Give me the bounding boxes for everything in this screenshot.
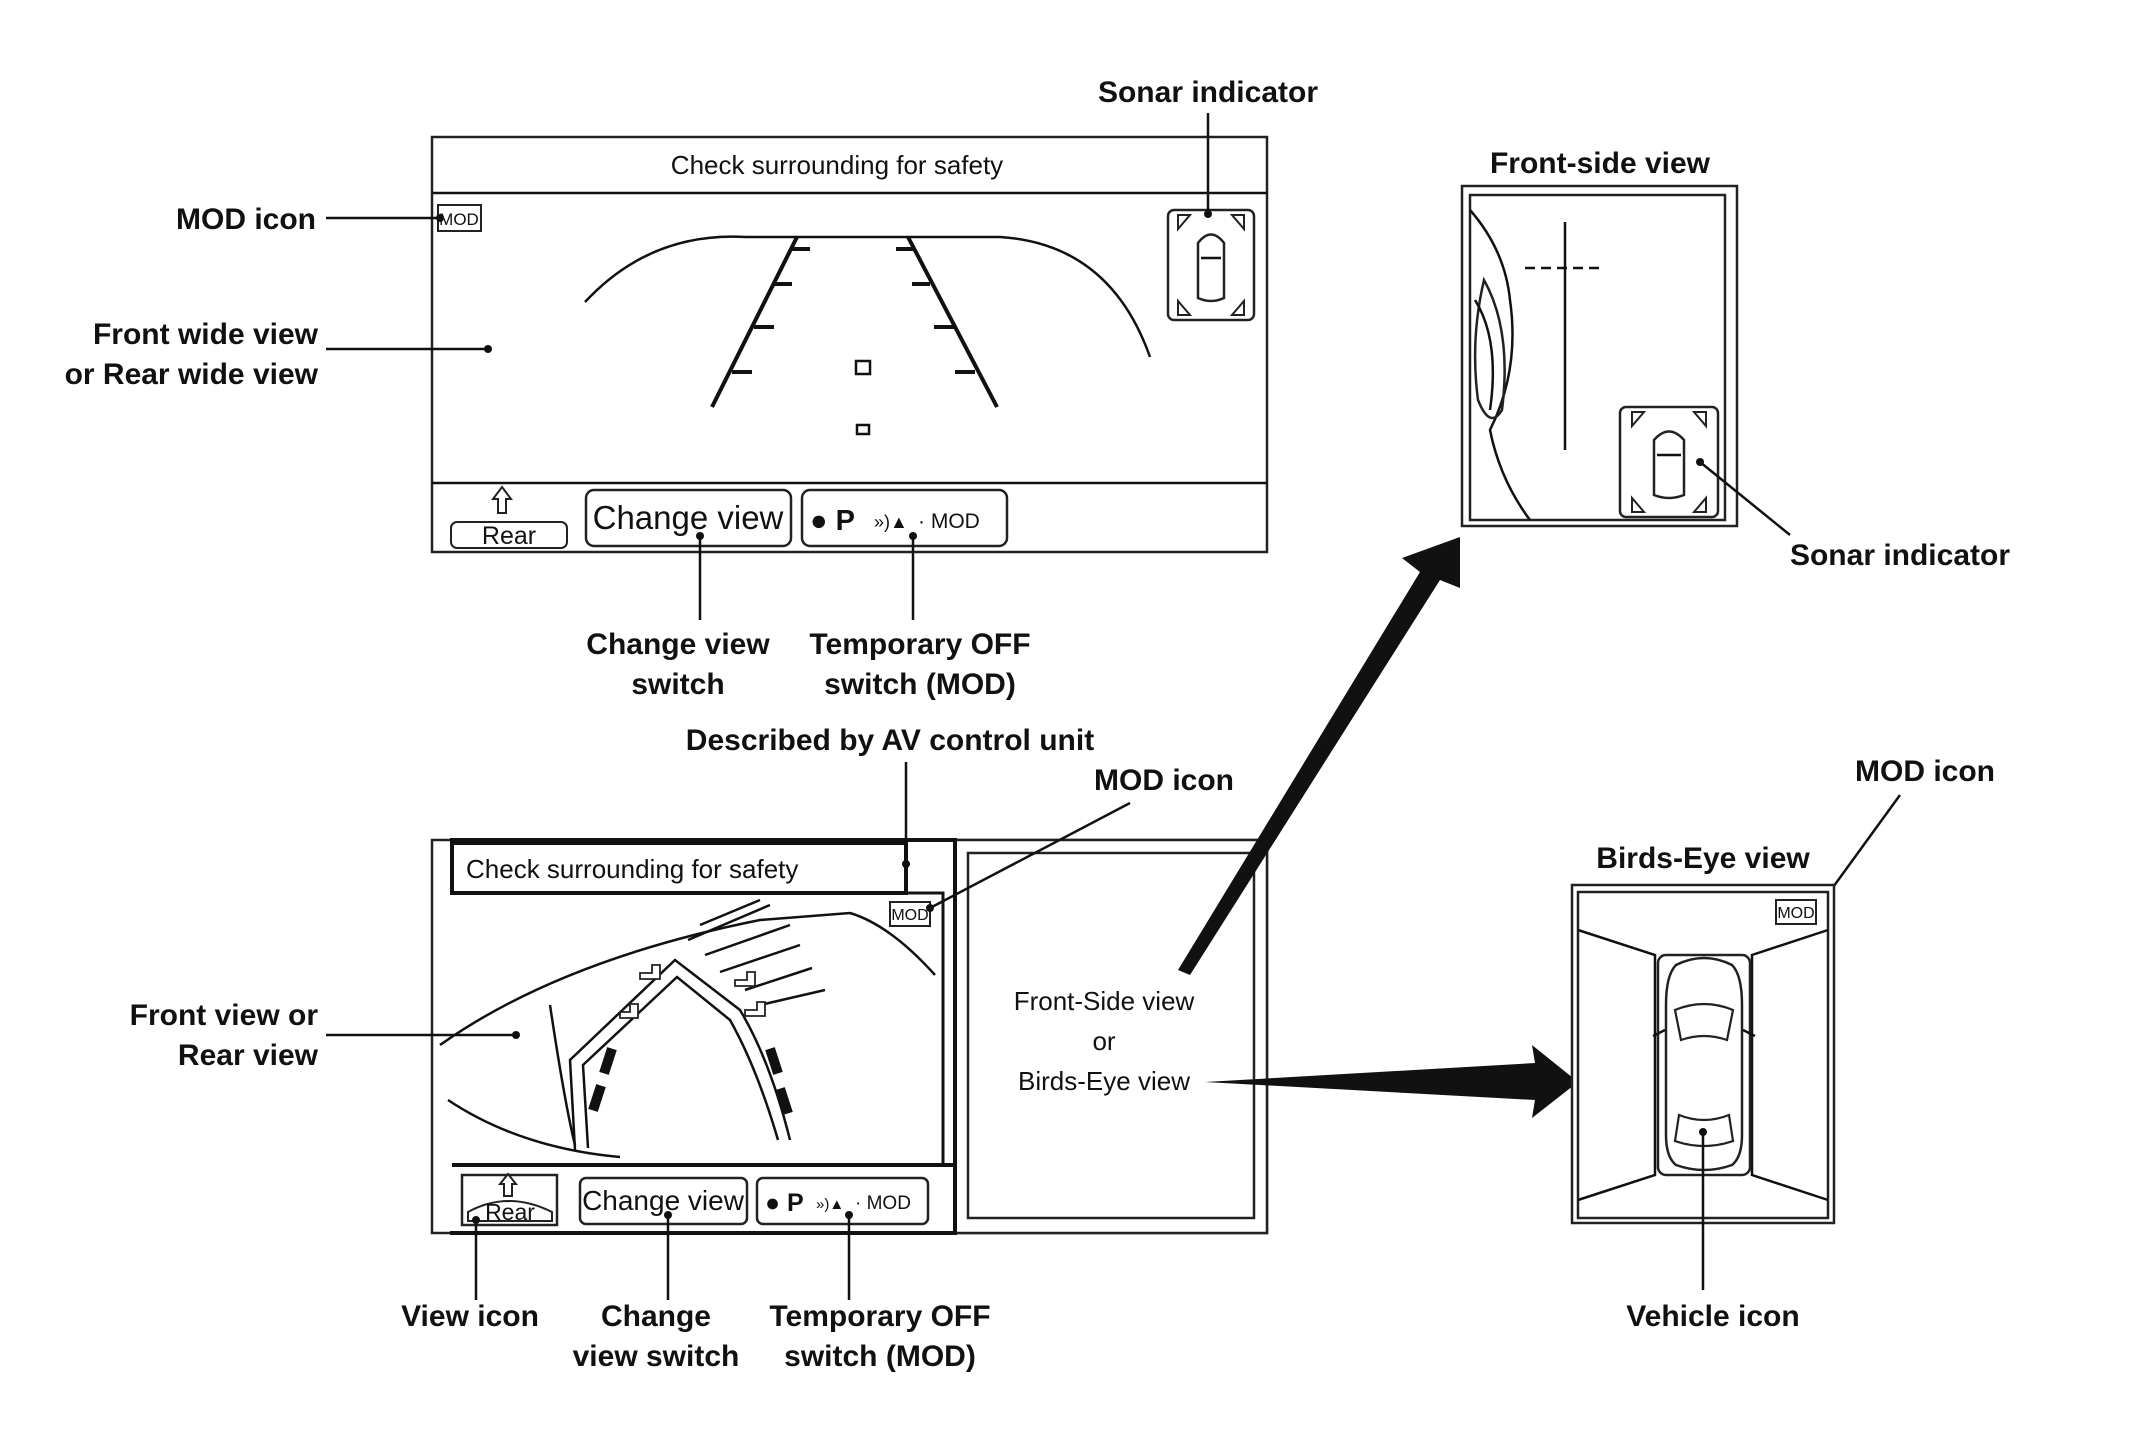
front-side-view-title: Front-side view (1490, 147, 1711, 180)
view-icon[interactable]: Rear (460, 1172, 559, 1227)
view-icon[interactable]: Rear (450, 485, 568, 550)
callout-view-icon: View icon (401, 1300, 539, 1333)
vehicle-icon (1652, 953, 1756, 1177)
svg-text:MOD: MOD (891, 907, 928, 924)
svg-text:Birds-Eye view: Birds-Eye view (1018, 1066, 1190, 1096)
mod-icon: MOD (1775, 899, 1817, 925)
callout-temp-off-top-1: Temporary OFF (809, 628, 1030, 661)
mod-icon: MOD (437, 204, 482, 232)
callout-mod-icon-top: MOD icon (176, 203, 316, 236)
top-callouts: Sonar indicator MOD icon Front wide view… (65, 76, 1319, 701)
svg-text:● P: ● P (765, 1189, 804, 1217)
arrow-icon (1178, 537, 1578, 1118)
callout-mod-icon-mid: MOD icon (1094, 764, 1234, 797)
svg-text:Change view: Change view (593, 499, 784, 536)
svg-text:MOD: MOD (1777, 905, 1814, 922)
callout-front-view-or-rear-2: Rear view (178, 1039, 319, 1072)
svg-text:or: or (1092, 1026, 1115, 1056)
top-screen-header: Check surrounding for safety (671, 150, 1003, 180)
callout-change-view-bottom-1: Change (601, 1300, 711, 1333)
change-view-button[interactable]: Change view (584, 488, 793, 548)
callout-change-view-top-2: switch (631, 668, 724, 701)
svg-text:Rear: Rear (485, 1199, 535, 1225)
callout-front-wide-view-1: Front wide view (93, 318, 319, 351)
callout-front-wide-view-2: or Rear wide view (65, 358, 319, 391)
svg-text:Rear: Rear (482, 522, 536, 550)
callout-change-view-bottom-2: view switch (573, 1340, 740, 1373)
mod-icon: MOD (889, 901, 931, 927)
birds-eye-view: MOD icon Birds-Eye view MOD Vehicle icon (1570, 755, 1995, 1333)
bottom-callouts: Described by AV control unit MOD icon Fr… (130, 724, 1234, 1373)
callout-temp-off-bottom-1: Temporary OFF (769, 1300, 990, 1333)
svg-text:● P: ● P (810, 505, 855, 537)
callout-mod-icon-right: MOD icon (1855, 755, 1995, 788)
bottom-screen-header: Check surrounding for safety (466, 854, 798, 884)
callout-sonar-indicator-right: Sonar indicator (1790, 539, 2010, 572)
temporary-off-button[interactable]: ● P »)▲ · MOD (800, 488, 1009, 548)
sonar-waves-icon: »)▲ (816, 1196, 844, 1213)
callout-temp-off-bottom-2: switch (MOD) (784, 1340, 976, 1373)
bottom-screen: Check surrounding for safety MOD Rear (430, 838, 1269, 1235)
callout-vehicle-icon: Vehicle icon (1626, 1300, 1799, 1333)
change-view-button[interactable]: Change view (578, 1176, 749, 1226)
birds-eye-view-title: Birds-Eye view (1596, 842, 1810, 875)
svg-text:· MOD: · MOD (918, 510, 980, 533)
svg-text:· MOD: · MOD (855, 1193, 911, 1214)
right-pane-text: Front-Side view or Birds-Eye view (1014, 986, 1195, 1096)
temporary-off-button[interactable]: ● P »)▲ · MOD (755, 1176, 930, 1226)
sonar-indicator-icon (1618, 405, 1720, 519)
sonar-waves-icon: »)▲ (874, 512, 908, 532)
camera-guide-lines (439, 898, 936, 1159)
parking-guide-lines (584, 235, 1152, 436)
svg-text:MOD: MOD (439, 210, 479, 229)
callout-temp-off-top-2: switch (MOD) (824, 668, 1016, 701)
svg-text:Front-Side view: Front-Side view (1014, 986, 1195, 1016)
callout-change-view-top-1: Change view (586, 628, 770, 661)
callout-front-view-or-rear-1: Front view or (130, 999, 319, 1032)
callout-sonar-indicator-top: Sonar indicator (1098, 76, 1318, 109)
sonar-indicator-icon (1166, 208, 1256, 322)
front-side-view: Front-side view Sonar indicator (1460, 147, 2010, 572)
callout-described-by: Described by AV control unit (686, 724, 1094, 757)
svg-text:Change view: Change view (582, 1185, 745, 1216)
top-screen: Check surrounding for safety MOD (430, 135, 1269, 554)
